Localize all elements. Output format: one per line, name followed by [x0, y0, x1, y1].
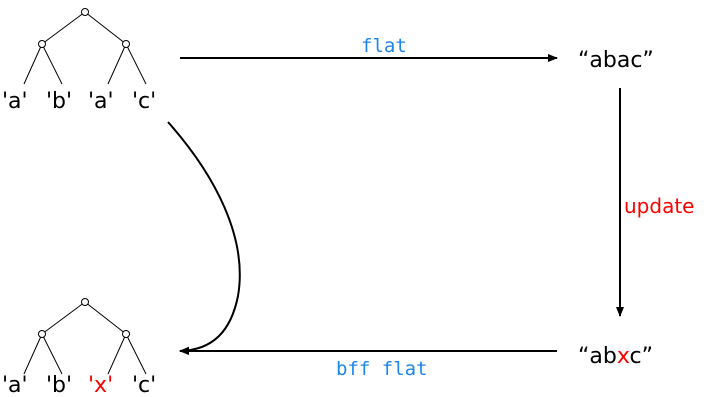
changed-leaf-label: 'x': [88, 373, 113, 397]
updated-string: “abxc”: [578, 344, 653, 369]
tree-edge: [125, 333, 147, 375]
leaf-label: 'a': [2, 373, 28, 397]
bff-flat-label: bff flat: [336, 358, 428, 380]
leaf-label: 'c': [132, 373, 156, 397]
tree-edge: [84, 11, 127, 45]
tree-inner-node: [38, 40, 46, 48]
curved-arrow: [167, 121, 241, 355]
updated-string-prefix: “ab: [578, 344, 617, 369]
tree-edge: [84, 301, 127, 335]
leaf-label: 'c': [132, 89, 156, 114]
result-tree-leaves: 'a' 'b' 'x' 'c': [2, 373, 156, 397]
tree-edge: [107, 43, 127, 85]
leaf-label: 'a': [88, 89, 114, 114]
flat-label: flat: [361, 35, 407, 57]
leaf-label: 'b': [46, 373, 72, 397]
tree-edge: [107, 333, 127, 375]
tree-edge: [41, 301, 86, 335]
updated-string-changed-char: x: [617, 344, 630, 369]
tree-edge: [125, 43, 147, 85]
source-string: “abac”: [578, 48, 654, 73]
tree-edge: [41, 43, 63, 85]
result-tree: 'a' 'b' 'x' 'c': [2, 298, 156, 397]
updated-string-suffix: c”: [629, 344, 653, 369]
tree-root-node: [81, 298, 89, 306]
tree-edge: [41, 333, 63, 375]
tree-inner-node: [122, 330, 130, 338]
tree-edge: [41, 11, 86, 45]
source-tree-leaves: 'a' 'b' 'a' 'c': [2, 89, 156, 114]
leaf-label: 'b': [46, 89, 72, 114]
leaf-label: 'a': [2, 89, 28, 114]
tree-inner-node: [122, 40, 130, 48]
update-label: update: [624, 194, 694, 218]
tree-root-node: [81, 8, 89, 16]
source-tree: 'a' 'b' 'a' 'c': [2, 8, 156, 114]
tree-edge: [23, 43, 43, 85]
tree-edge: [23, 333, 43, 375]
tree-inner-node: [38, 330, 46, 338]
